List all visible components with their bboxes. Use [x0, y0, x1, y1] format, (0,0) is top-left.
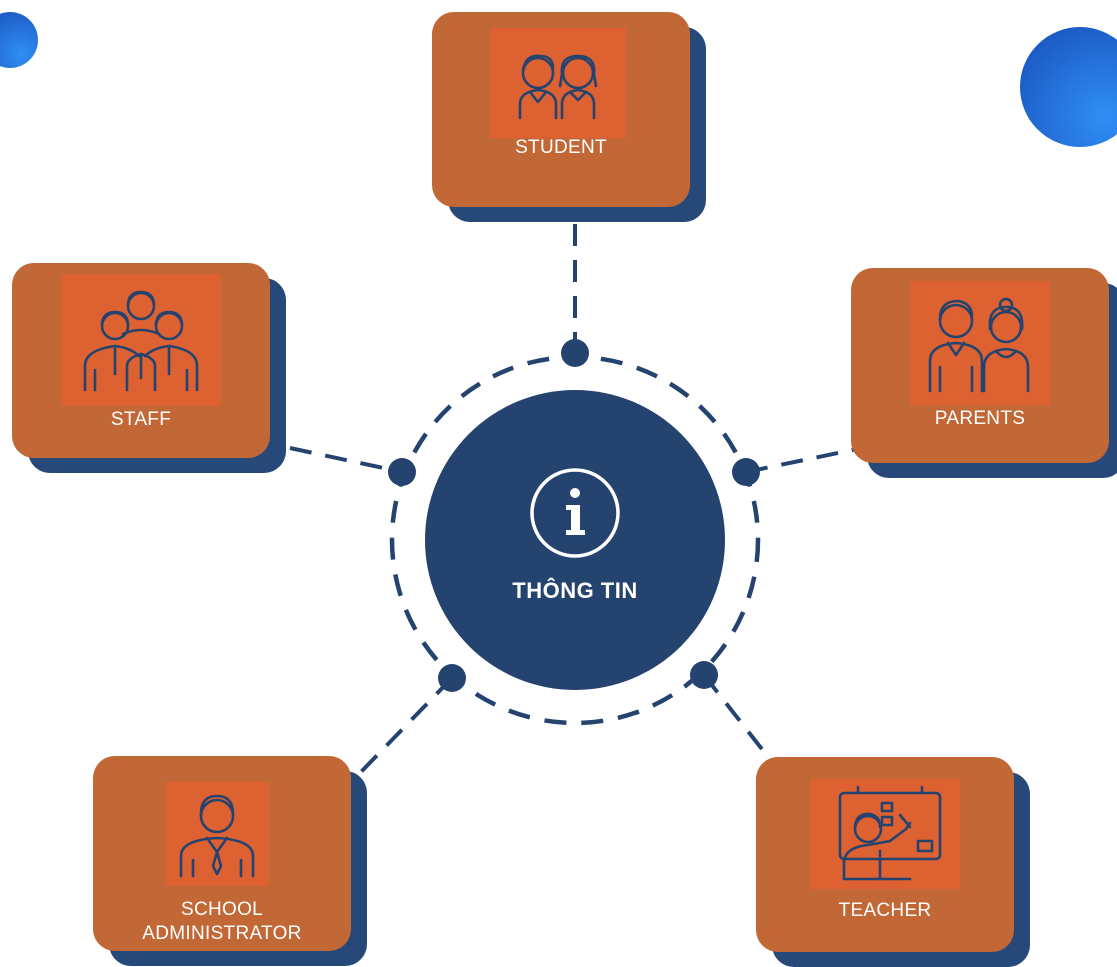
card-face: SCHOOL ADMINISTRATOR: [93, 756, 351, 951]
teacher-whiteboard-icon: [810, 779, 960, 889]
info-icon: [530, 468, 620, 558]
card-parents[interactable]: PARENTS: [851, 268, 1117, 478]
card-face: PARENTS: [851, 268, 1109, 463]
card-administrator-label-line2: ADMINISTRATOR: [142, 923, 302, 944]
connector-administrator: [356, 676, 454, 777]
students-icon: [490, 28, 626, 138]
decor-circle-top-right: [1020, 27, 1117, 147]
connector-dot-student: [561, 339, 589, 367]
card-administrator[interactable]: SCHOOL ADMINISTRATOR: [93, 756, 367, 966]
card-administrator-label: SCHOOL ADMINISTRATOR: [93, 898, 351, 946]
center-title: THÔNG TIN: [512, 578, 638, 603]
decor-circle-top-left: [0, 12, 38, 68]
staff-group-icon: [61, 274, 221, 406]
card-student-label: STUDENT: [515, 137, 607, 158]
connector-dot-parents: [732, 458, 760, 486]
administrator-icon: [165, 782, 269, 886]
card-staff[interactable]: STAFF: [12, 263, 286, 473]
connector-dot-teacher: [690, 661, 718, 689]
card-teacher-label: TEACHER: [838, 900, 932, 921]
parents-icon: [910, 281, 1050, 405]
connector-parents: [745, 446, 863, 474]
card-administrator-label-line1: SCHOOL: [180, 899, 264, 920]
center-hub: [425, 390, 725, 690]
card-face: TEACHER: [756, 757, 1014, 952]
card-staff-label: STAFF: [110, 409, 172, 430]
connector-staff: [289, 446, 403, 474]
card-teacher[interactable]: TEACHER: [756, 757, 1030, 967]
connector-dot-staff: [388, 458, 416, 486]
connector-teacher: [702, 673, 774, 764]
card-parents-label: PARENTS: [934, 408, 1026, 429]
card-face: STAFF: [12, 263, 270, 458]
connector-dot-administrator: [438, 664, 466, 692]
card-student[interactable]: STUDENT: [432, 12, 706, 222]
card-face: STUDENT: [432, 12, 690, 207]
